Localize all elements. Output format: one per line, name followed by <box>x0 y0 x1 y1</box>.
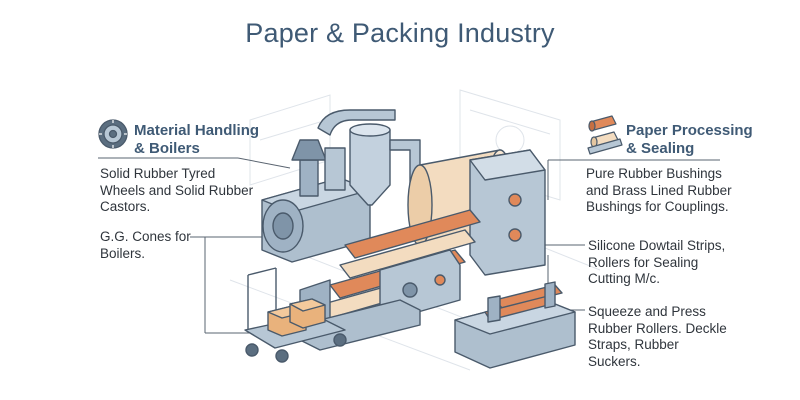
right-item-dowtail-strips: Silicone Dowtail Strips, Rollers for Sea… <box>588 238 725 288</box>
right-item-bushings: Pure Rubber Bushings and Brass Lined Rub… <box>586 166 732 216</box>
left-item-1-line-2: Wheels and Solid Rubber <box>100 182 254 198</box>
paper-machine <box>299 149 546 351</box>
right-item-3-line-3: Straps, Rubber <box>588 337 679 352</box>
left-item-2-line-1: G.G. Cones for <box>100 229 191 244</box>
left-item-gg-cones: G.G. Cones for Boilers. <box>100 229 191 262</box>
right-item-2-line-3: Cutting M/c. <box>588 271 661 286</box>
right-item-3-line-2: Rubber Rollers. Deckle <box>588 320 727 336</box>
right-heading-line-1: Paper Processing <box>626 122 753 139</box>
right-item-2-line-2: Rollers for Sealing <box>588 254 699 270</box>
right-section-heading: Paper Processing & Sealing <box>626 122 753 158</box>
trolley <box>244 267 347 363</box>
left-item-1-line-3: Castors. <box>100 199 151 214</box>
left-leader-lines <box>98 157 300 334</box>
right-item-1-line-2: and Brass Lined Rubber <box>586 182 732 198</box>
left-item-wheels-castors: Solid Rubber Tyred Wheels and Solid Rubb… <box>100 166 253 216</box>
page-title: Paper & Packing Industry <box>245 18 555 48</box>
tire-icon <box>98 119 128 149</box>
left-heading-line-1: Material Handling <box>134 122 260 139</box>
left-item-2-line-2: Boilers. <box>100 245 146 261</box>
right-item-2-line-1: Silicone Dowtail Strips, <box>588 238 726 253</box>
right-item-1-line-1: Pure Rubber Bushings <box>586 166 722 181</box>
right-item-3-line-4: Suckers. <box>588 353 641 369</box>
right-item-1-line-3: Bushings for Couplings. <box>586 199 729 214</box>
left-item-1-line-1: Solid Rubber Tyred <box>100 166 216 181</box>
left-section-heading: Material Handling & Boilers <box>134 122 259 158</box>
press-unit <box>454 281 576 369</box>
rollers-icon <box>587 115 623 155</box>
right-item-press-rollers: Squeeze and Press Rubber Rollers. Deckle… <box>588 304 727 370</box>
left-heading-line-2: & Boilers <box>134 140 200 157</box>
right-item-3-line-1: Squeeze and Press <box>588 304 706 319</box>
right-heading-line-2: & Sealing <box>626 140 695 157</box>
